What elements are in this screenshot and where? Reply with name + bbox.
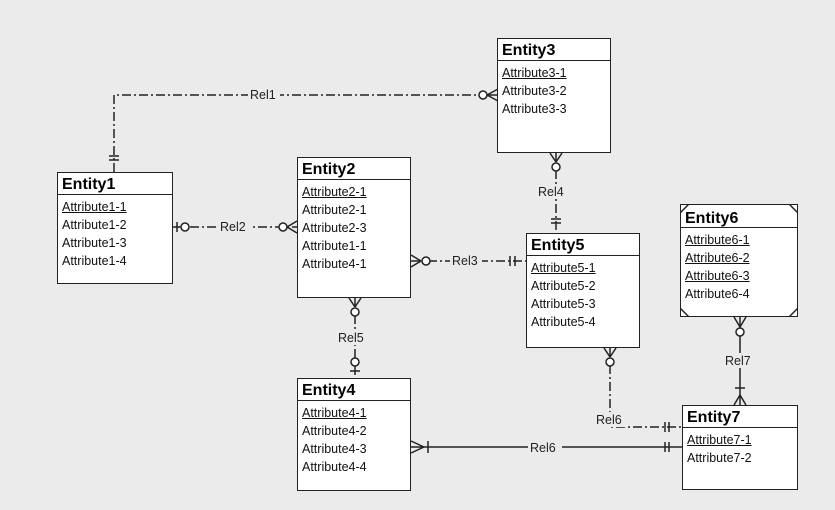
- rel6-label-a: Rel6: [596, 413, 622, 427]
- attribute: Attribute1-1: [62, 200, 127, 214]
- entity-box-entity6[interactable]: Entity6 Attribute6-1 Attribute6-2 Attrib…: [680, 204, 798, 317]
- attribute: Attribute4-3: [302, 442, 367, 456]
- attribute: Attribute5-1: [531, 261, 596, 275]
- corner-mark-icon: [680, 308, 689, 317]
- corner-mark-icon: [680, 204, 689, 213]
- attribute: Attribute7-2: [687, 451, 752, 465]
- entity-title: Entity3: [498, 39, 610, 61]
- rel1-label: Rel1: [250, 88, 276, 102]
- entity-box-entity3[interactable]: Entity3 Attribute3-1 Attribute3-2 Attrib…: [497, 38, 611, 153]
- relationship-rel1[interactable]: [109, 88, 499, 172]
- entity-box-entity7[interactable]: Entity7 Attribute7-1 Attribute7-2: [682, 405, 798, 490]
- attribute: Attribute3-1: [502, 66, 567, 80]
- rel2-label: Rel2: [220, 220, 246, 234]
- entity-box-entity4[interactable]: Entity4 Attribute4-1 Attribute4-2 Attrib…: [297, 378, 411, 491]
- attribute: Attribute2-3: [302, 221, 367, 235]
- attribute: Attribute6-2: [685, 251, 750, 265]
- attribute: Attribute6-3: [685, 269, 750, 283]
- corner-mark-icon: [789, 204, 798, 213]
- attribute: Attribute3-2: [502, 84, 567, 98]
- attribute: Attribute6-4: [685, 287, 750, 301]
- relationship-rel2[interactable]: [173, 220, 298, 234]
- relationship-rel6-a[interactable]: [603, 347, 682, 432]
- entity-box-entity2[interactable]: Entity2 Attribute2-1 Attribute2-1 Attrib…: [297, 157, 411, 298]
- rel6-label-b: Rel6: [530, 441, 556, 455]
- attribute: Attribute4-2: [302, 424, 367, 438]
- entity-title: Entity5: [527, 234, 639, 256]
- entity-title: Entity4: [298, 379, 410, 401]
- attribute: Attribute1-1: [302, 239, 367, 253]
- corner-mark-icon: [789, 308, 798, 317]
- attribute: Attribute1-4: [62, 254, 127, 268]
- rel7-label: Rel7: [725, 354, 751, 368]
- rel3-label: Rel3: [452, 254, 478, 268]
- attribute: Attribute1-3: [62, 236, 127, 250]
- attribute: Attribute3-3: [502, 102, 567, 116]
- entity-title: Entity2: [298, 158, 410, 180]
- entity-title: Entity7: [683, 406, 797, 428]
- rel4-label: Rel4: [538, 185, 564, 199]
- attribute: Attribute4-1: [302, 257, 367, 271]
- rel5-label: Rel5: [338, 331, 364, 345]
- attribute: Attribute7-1: [687, 433, 752, 447]
- attribute: Attribute2-1: [302, 203, 367, 217]
- attribute: Attribute1-2: [62, 218, 127, 232]
- entity-divider: [681, 227, 797, 228]
- attribute: Attribute4-1: [302, 406, 367, 420]
- attribute: Attribute4-4: [302, 460, 367, 474]
- entity-box-entity5[interactable]: Entity5 Attribute5-1 Attribute5-2 Attrib…: [526, 233, 640, 348]
- entity-title: Entity6: [685, 210, 739, 227]
- attribute: Attribute5-2: [531, 279, 596, 293]
- entity-title: Entity1: [58, 173, 172, 195]
- attribute: Attribute5-3: [531, 297, 596, 311]
- entity-box-entity1[interactable]: Entity1 Attribute1-1 Attribute1-2 Attrib…: [57, 172, 173, 284]
- attribute: Attribute6-1: [685, 233, 750, 247]
- attribute: Attribute2-1: [302, 185, 367, 199]
- attribute: Attribute5-4: [531, 315, 596, 329]
